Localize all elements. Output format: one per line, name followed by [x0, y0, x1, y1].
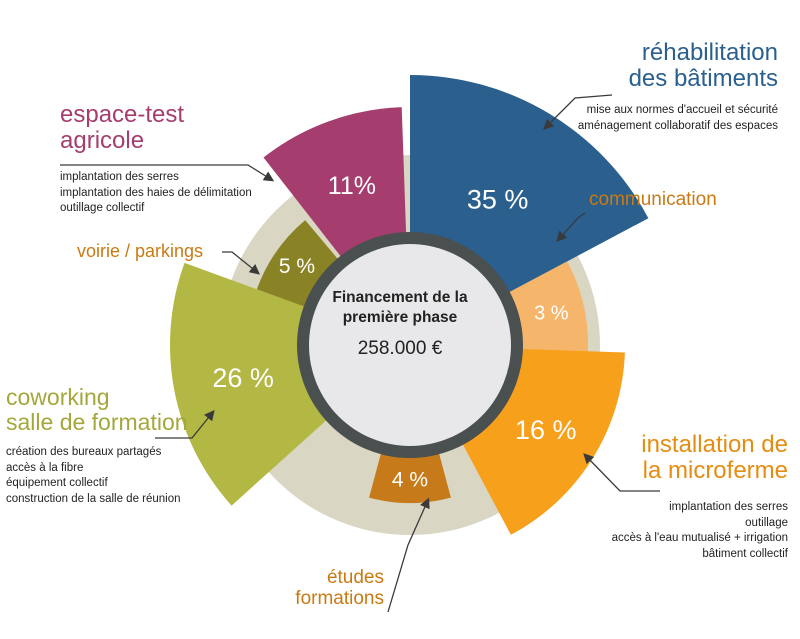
- label-etudes-line2: formations: [295, 587, 384, 609]
- label-espace-title: espace-test agricole: [60, 101, 185, 155]
- details-cowork-3: construction de la salle de réunion: [6, 492, 181, 505]
- label-micro-line2: la microferme: [642, 457, 788, 485]
- label-rehab-title: réhabilitation des bâtiments: [560, 39, 778, 93]
- details-espace: implantation des serres implantation des…: [60, 170, 252, 217]
- label-cowork-line2: salle de formation: [6, 409, 188, 436]
- value-label-etudes: 4 %: [392, 468, 428, 491]
- label-etudes-line1: études: [326, 567, 384, 588]
- callout-arrow-micro: [583, 453, 660, 492]
- details-micro-0: implantation des serres: [669, 501, 788, 513]
- label-espace-line2: agricole: [60, 127, 145, 155]
- label-micro-title: installation de la microferme: [580, 431, 788, 485]
- details-rehab: mise aux normes d'accueil et sécurité am…: [540, 103, 778, 134]
- label-rehab-line1: réhabilitation: [641, 39, 778, 66]
- details-micro-2: accès à l'eau mutualisé + irrigation: [611, 532, 788, 545]
- label-rehab-line2: des bâtiments: [628, 65, 778, 93]
- label-comm-line1: communication: [589, 189, 717, 210]
- details-espace-2: outillage collectif: [60, 202, 145, 215]
- details-espace-0: implantation des serres: [60, 171, 179, 183]
- details-cowork-2: équipement collectif: [6, 477, 108, 490]
- callout-arrow-cowork: [155, 409, 215, 439]
- details-micro: implantation des serres outillage accès …: [560, 500, 788, 562]
- value-label-cowork: 26 %: [212, 363, 274, 393]
- value-label-espace: 11%: [328, 172, 376, 200]
- details-rehab-1: aménagement collaboratif des espaces: [577, 119, 778, 132]
- center-total: 258.000 €: [357, 338, 443, 359]
- label-cowork-line1: coworking: [6, 384, 110, 410]
- details-micro-1: outillage: [745, 516, 788, 529]
- label-micro-line1: installation de: [641, 431, 788, 458]
- callout-arrow-rehab: [543, 94, 613, 130]
- callout-arrow-comm: [556, 212, 586, 242]
- callout-arrow-espace: [60, 164, 275, 182]
- label-voirie-title: voirie / parkings: [77, 241, 204, 262]
- value-label-comm: 3 %: [534, 302, 569, 324]
- label-comm-title: communication: [589, 189, 717, 211]
- value-label-rehab: 35 %: [467, 185, 529, 215]
- details-cowork: création des bureaux partagés accès à la…: [6, 445, 181, 507]
- label-espace-line1: espace-test: [60, 101, 185, 128]
- center-disc: [309, 244, 511, 446]
- details-espace-1: implantation des haies de délimitation: [60, 186, 252, 199]
- label-cowork-title: coworking salle de formation: [6, 384, 188, 436]
- label-voirie-line1: voirie / parkings: [77, 241, 204, 261]
- details-cowork-1: accès à la fibre: [6, 461, 84, 474]
- label-etudes-title: études formations: [270, 567, 384, 610]
- center-title: Financement de la première phase: [332, 289, 468, 327]
- details-cowork-0: création des bureaux partagés: [6, 446, 162, 458]
- details-micro-3: bâtiment collectif: [702, 547, 788, 560]
- details-rehab-0: mise aux normes d'accueil et sécurité: [586, 104, 778, 116]
- callout-arrow-voirie: [222, 251, 261, 275]
- value-label-voirie: 5 %: [279, 255, 315, 278]
- callout-arrow-etudes: [387, 497, 430, 613]
- value-label-micro: 16 %: [515, 415, 577, 445]
